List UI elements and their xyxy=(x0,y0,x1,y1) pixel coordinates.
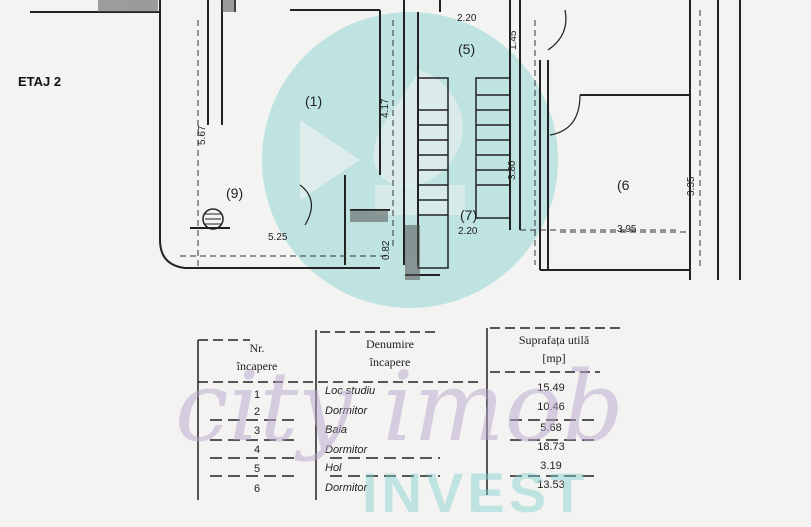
table-cell-area: 13.53 xyxy=(537,479,565,491)
dim-label: 2.20 xyxy=(458,226,478,237)
table-cell-area: 3.19 xyxy=(540,460,561,472)
table-header-nr: Nr. xyxy=(250,341,265,355)
room-marker: (7) xyxy=(460,207,477,223)
dim-label: 3.35 xyxy=(686,176,697,196)
circle-symbol xyxy=(202,208,224,230)
room-marker: (1) xyxy=(305,93,322,109)
dim-label: 3.80 xyxy=(507,160,518,180)
dim-label: 5.67 xyxy=(197,125,208,145)
room-table: Nr. încapere Denumire încapere Suprafața… xyxy=(197,327,625,500)
table-cell-area: 10.46 xyxy=(537,401,565,413)
table-cell-nr: 6 xyxy=(254,483,260,495)
table-cell-nr: 4 xyxy=(254,444,260,456)
table-cell-area: 15.49 xyxy=(537,382,565,394)
room-marker: (5) xyxy=(458,41,475,57)
table-cell-name: Loc studiu xyxy=(325,385,375,397)
door-swings xyxy=(299,9,581,226)
room-marker: (6 xyxy=(617,177,630,193)
dim-label: 5.25 xyxy=(268,232,288,243)
table-cell-name: Hol xyxy=(325,462,342,474)
table-header-name: încapere xyxy=(369,355,411,369)
table-row: 5 Hol 3.19 xyxy=(254,460,562,475)
hatched-walls xyxy=(98,0,420,280)
dim-label: 0.82 xyxy=(381,240,392,260)
table-row: 1 Loc studiu 15.49 xyxy=(254,382,565,401)
dim-label: 4.17 xyxy=(380,98,391,118)
dim-label: 2.20 xyxy=(457,13,477,24)
watermark-sub: INVEST xyxy=(362,461,588,524)
watermark-brand: city imob xyxy=(175,351,624,463)
table-cell-nr: 2 xyxy=(254,406,260,418)
table-row: 6 Dormitor 13.53 xyxy=(254,479,565,495)
table-cell-name: Dormitor xyxy=(325,444,369,456)
floor-label: ETAJ 2 xyxy=(18,74,61,89)
table-cell-name: Baia xyxy=(325,424,347,436)
table-header-name: Denumire xyxy=(366,337,414,351)
table-cell-nr: 5 xyxy=(254,463,260,475)
table-row: 4 Dormitor 18.73 xyxy=(254,441,565,456)
staircase xyxy=(417,77,511,269)
table-cell-nr: 3 xyxy=(254,425,260,437)
table-header-nr: încapere xyxy=(236,359,278,373)
dim-label: 3.95 xyxy=(617,224,637,235)
table-cell-area: 5.68 xyxy=(540,422,561,434)
table-header-area: [mp] xyxy=(542,351,565,365)
dim-label: 1.45 xyxy=(508,30,519,50)
watermark-text: city imob INVEST xyxy=(175,351,624,524)
room-marker: (9) xyxy=(226,185,243,201)
table-row: 2 Dormitor 10.46 xyxy=(254,401,565,418)
dimension-lines xyxy=(180,10,701,270)
table-cell-area: 18.73 xyxy=(537,441,565,453)
table-header-area: Suprafața utilă xyxy=(519,333,590,347)
watermark-logo xyxy=(262,12,558,308)
table-cell-nr: 1 xyxy=(254,389,260,401)
table-cell-name: Dormitor xyxy=(325,405,369,417)
table-row: 3 Baia 5.68 xyxy=(254,422,562,437)
table-cell-name: Dormitor xyxy=(325,482,369,494)
